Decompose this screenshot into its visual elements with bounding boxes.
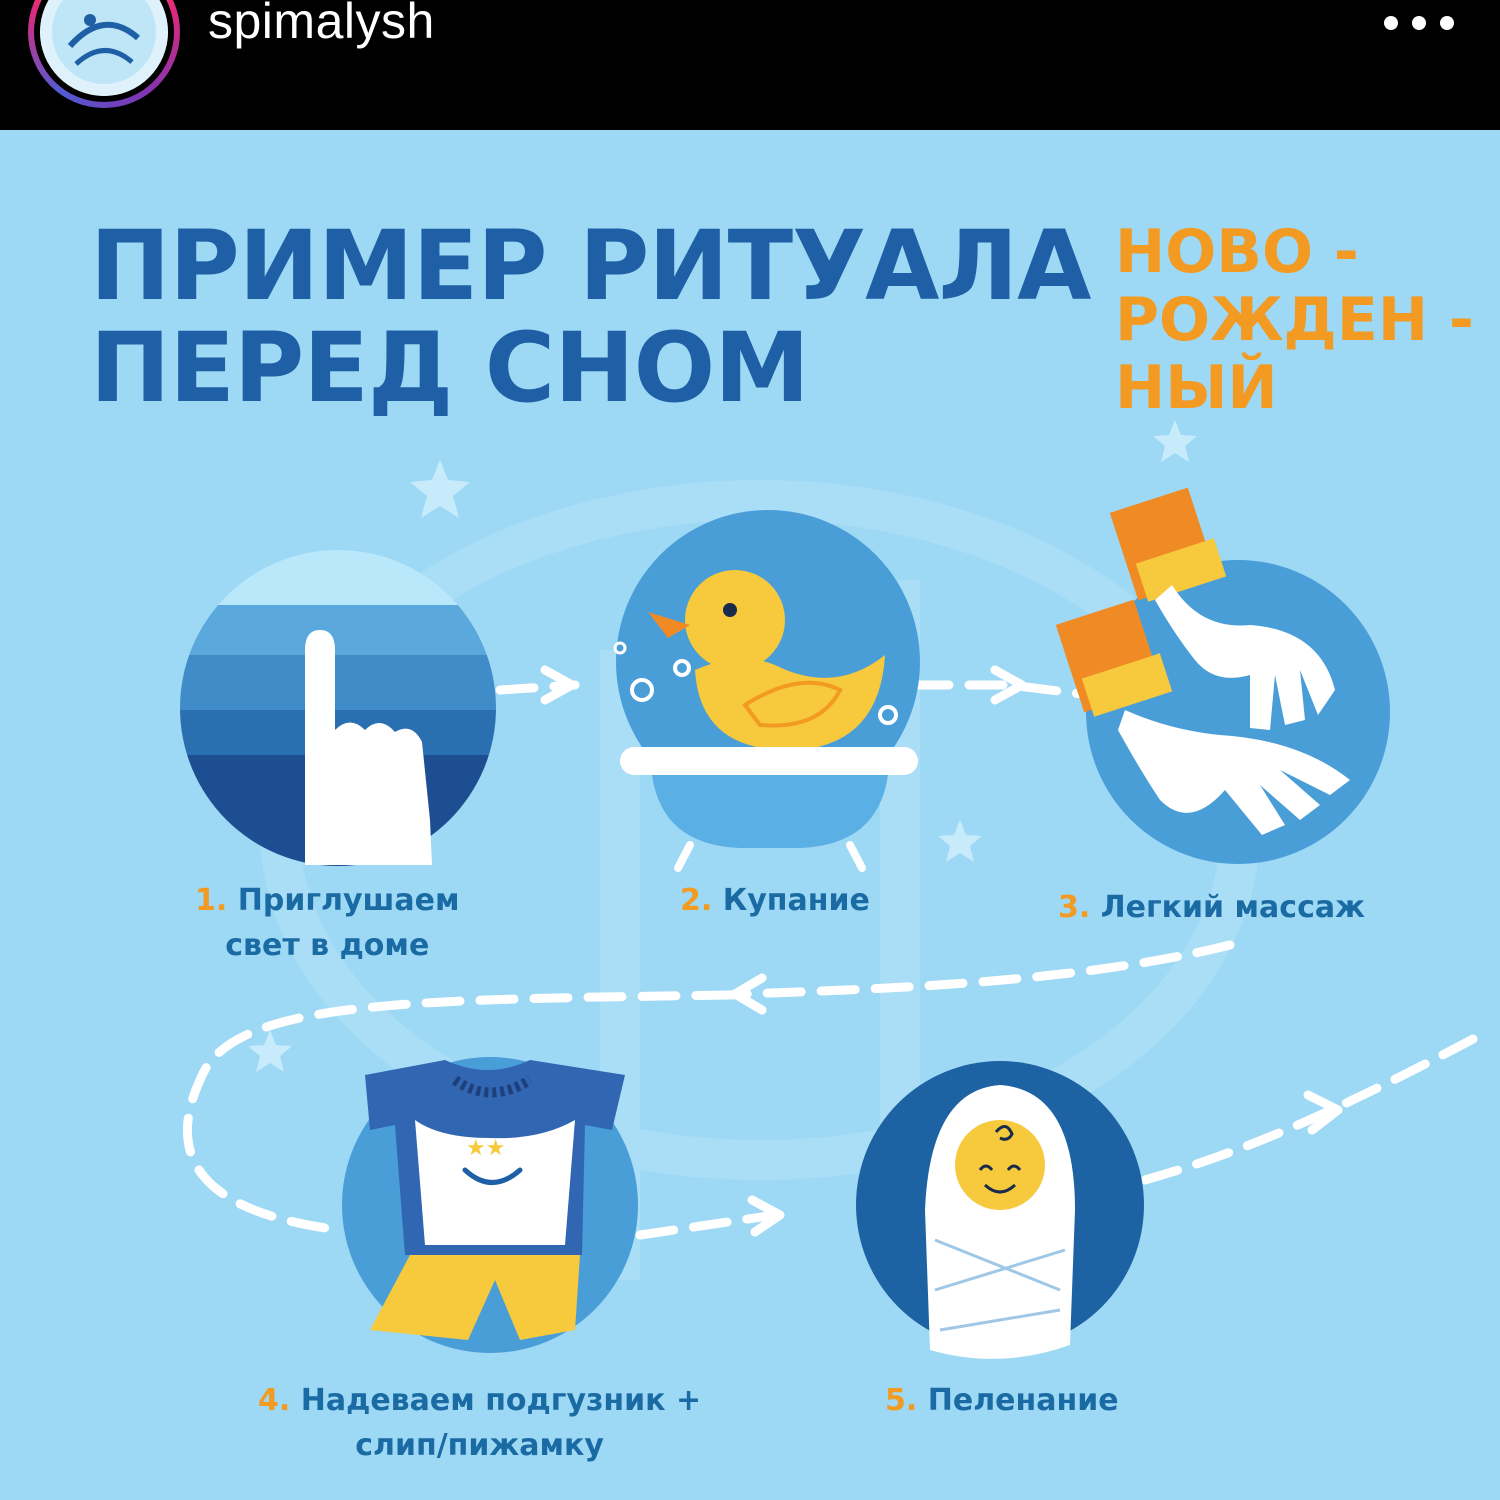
story-ring[interactable]	[28, 0, 180, 108]
duck-bath-icon	[613, 510, 920, 872]
age-subtitle: НОВО - РОЖДЕН - НЫЙ	[1115, 217, 1474, 423]
massage-hands-icon	[1055, 487, 1390, 864]
step-label-3: 3. Легкий массаж	[1058, 890, 1365, 925]
more-horizontal-icon	[1384, 16, 1398, 30]
infographic-title: ПРИМЕР РИТУАЛА ПЕРЕД СНОМ	[90, 210, 1091, 424]
post-header: spimalysh	[0, 0, 1500, 130]
finger-light-icon	[180, 550, 496, 866]
profile-avatar[interactable]	[40, 0, 168, 96]
step-label-2: 2. Купание	[680, 883, 870, 918]
svg-text:★★: ★★	[466, 1136, 505, 1161]
spimalysh-logo-icon	[40, 0, 168, 96]
pajamas-icon: ★★	[342, 1057, 638, 1353]
username[interactable]: spimalysh	[208, 0, 435, 49]
infographic-artwork: ★★	[180, 420, 1495, 1359]
more-options-button[interactable]	[1370, 0, 1470, 50]
path-arrows	[540, 665, 1343, 1237]
post-image[interactable]: ★★ ПРИМЕР РИТУАЛА ПЕРЕД СНОМ НОВО - РОЖД…	[0, 130, 1500, 1500]
step-label-4: 4. Надеваем подгузник + слип/пижамку	[258, 1383, 702, 1463]
step-label-5: 5. Пеленание	[885, 1383, 1119, 1418]
star-decorations	[248, 420, 1197, 1072]
swaddled-baby-icon	[856, 1061, 1144, 1359]
step-label-1: 1. Приглушаем свет в доме	[195, 883, 460, 963]
